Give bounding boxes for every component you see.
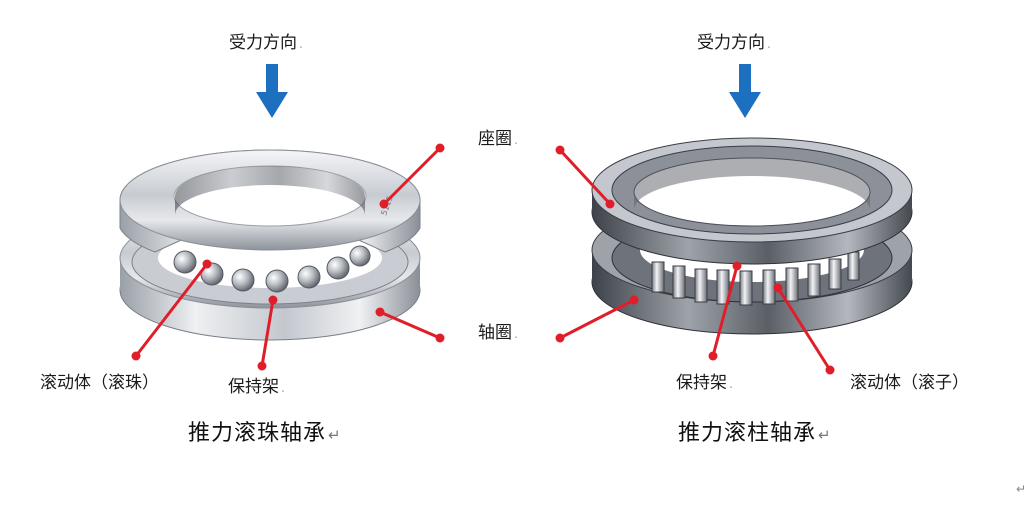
left-cage-label: 保持架.	[228, 377, 285, 397]
right-force-direction-text: 受力方向	[697, 33, 765, 53]
leader-lines	[131, 143, 835, 375]
right-cage-text: 保持架	[676, 373, 727, 393]
housing-washer-text: 座圈	[478, 129, 512, 149]
left-bearing-title-text: 推力滚珠轴承	[188, 421, 327, 446]
left-force-direction-text: 受力方向	[229, 33, 297, 53]
right-bearing-title: 推力滚柱轴承↵	[678, 421, 832, 446]
balls	[173, 245, 371, 293]
left-rolling-element-text: 滚动体（滚珠）	[40, 373, 159, 393]
left-cage-text: 保持架	[228, 377, 279, 397]
left-force-direction-label: 受力方向.	[229, 33, 303, 53]
right-force-arrow	[729, 64, 761, 118]
thrust-ball-bearing-image: 5115	[119, 149, 421, 341]
shaft-washer-text: 轴圈	[478, 323, 512, 343]
thrust-roller-bearing-image	[591, 137, 913, 335]
left-force-arrow	[256, 64, 288, 118]
left-rolling-element-label: 滚动体（滚珠）	[40, 373, 159, 393]
shaft-washer-label: 轴圈.	[478, 323, 518, 343]
right-force-direction-label: 受力方向.	[697, 33, 771, 53]
left-bearing-title: 推力滚珠轴承↵	[188, 421, 342, 446]
housing-washer-label: 座圈.	[478, 129, 518, 149]
right-bearing-title-text: 推力滚柱轴承	[678, 421, 817, 446]
rollers	[651, 251, 860, 306]
right-cage-label: 保持架.	[676, 373, 733, 393]
right-rolling-element-label: 滚动体（滚子）	[850, 373, 969, 393]
right-rolling-element-text: 滚动体（滚子）	[850, 373, 969, 393]
corner-return-mark: ↵	[1016, 482, 1027, 496]
